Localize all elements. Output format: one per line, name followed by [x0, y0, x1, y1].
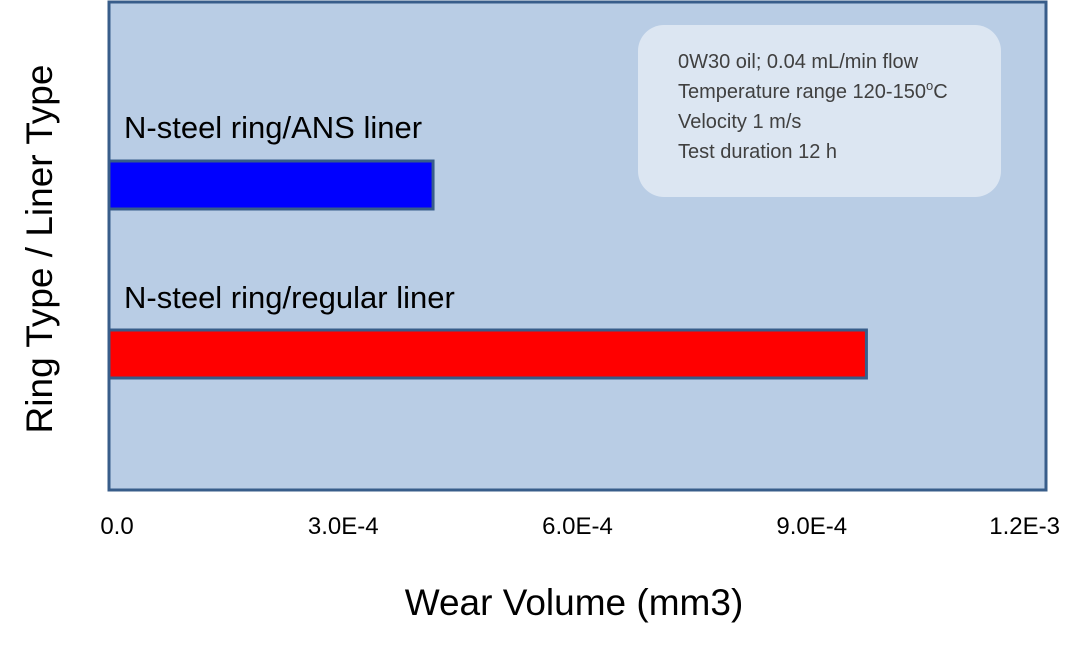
note-line-temperature: Temperature range 120-150oC: [678, 78, 948, 103]
x-tick-label-4: 9.0E-4: [776, 513, 847, 540]
x-tick-label-2: 3.0E-4: [308, 513, 379, 540]
bar-1: [107, 159, 435, 211]
note-degree-unit: C: [933, 81, 947, 103]
bar-2: [107, 328, 868, 380]
bars-group: [107, 159, 868, 380]
x-tick-label-3: 6.0E-4: [542, 513, 613, 540]
x-tick-labels-group: 0.0 3.0E-4 6.0E-4 9.0E-4 1.2E-3: [100, 513, 1060, 540]
category-label-1: N-steel ring/ANS liner: [124, 110, 422, 145]
note-line-duration: Test duration 12 h: [678, 141, 837, 163]
conditions-note-box: [638, 25, 1001, 197]
note-temperature-text: Temperature range 120-150: [678, 81, 926, 103]
category-label-2: N-steel ring/regular liner: [124, 280, 455, 315]
y-axis-title: Ring Type / Liner Type: [19, 65, 60, 434]
x-tick-label-5: 1.2E-3: [989, 513, 1060, 540]
note-degree-superscript: o: [926, 78, 933, 93]
x-tick-label-1: 0.0: [100, 513, 133, 540]
conditions-note: 0W30 oil; 0.04 mL/min flow Temperature r…: [638, 25, 1001, 197]
note-line-velocity: Velocity 1 m/s: [678, 111, 801, 133]
note-line-oil: 0W30 oil; 0.04 mL/min flow: [678, 51, 919, 73]
x-axis-title: Wear Volume (mm3): [405, 582, 744, 623]
